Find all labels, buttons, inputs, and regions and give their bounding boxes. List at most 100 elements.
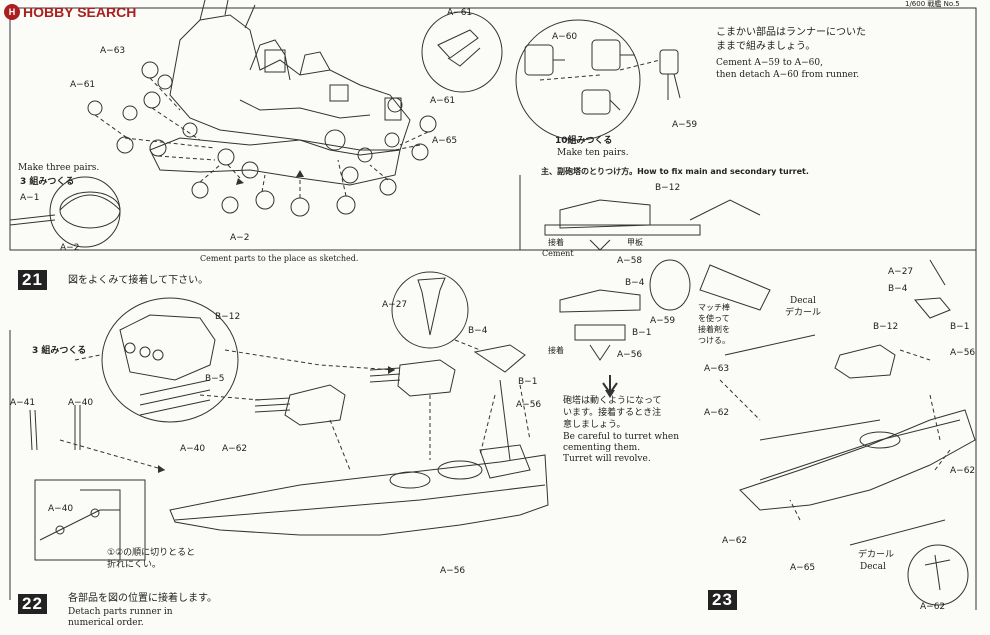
label-a62-s23-right: A−62 [950,466,976,476]
label-a62-s23-circle: A−62 [920,602,946,612]
label-a56-s22: A−56 [516,400,542,410]
step22-instruction-jp: 各部品を図の位置に接着します。 [68,593,217,604]
label-a40-inset: A−40 [48,504,74,514]
detail-circle-turret-b12 [101,297,239,423]
hobby-search-watermark: H HOBBY SEARCH [4,4,136,20]
step22-instruction-en-1: Detach parts runner in [68,607,173,617]
label-a63-s23: A−63 [704,364,730,374]
step21-caption-en: Cement parts to the place as sketched. [200,254,359,263]
decal-en-bottom: Decal [860,562,886,572]
label-a1: A−1 [20,193,40,203]
label-b1-s23: B−1 [950,322,970,332]
label-a56-bottom: A−56 [440,566,466,576]
label-b4-s22: B−4 [468,326,488,336]
note-jp-line2: ままで組みましょう。 [716,41,816,52]
turret-jp-2: います。接着するとき注 [563,408,662,418]
label-a63: A−63 [100,46,126,56]
label-a59-box: A−59 [650,316,676,326]
hull-deck-step22 [169,454,549,536]
label-b12-s23: B−12 [873,322,899,332]
note-en-line2: then detach A−60 from runner. [716,70,860,80]
match-note-1: マッチ棒 [698,303,730,312]
detail-circle-a62 [907,544,969,606]
detail-circle-a61 [421,11,503,93]
label-a61-right: A−61 [430,96,456,106]
label-a40-mid: A−40 [180,444,206,454]
deck-plate-sketch [149,137,401,186]
step-number-22: 22 [18,594,47,614]
step22-make-three-jp: 3 組みつくる [32,346,87,356]
label-a2-deck: A−2 [230,233,250,243]
secondary-turret-sketch [284,384,346,426]
label-a62-s22: A−62 [222,444,248,454]
label-a56-box: A−56 [617,350,643,360]
step-number-21: 21 [18,270,47,290]
turret-box-title: 主、副砲塔のとりつけ方。How to fix main and secondar… [541,167,809,176]
hobby-search-logo-icon: H [4,4,20,20]
label-a2: A−2 [60,243,80,253]
match-note-3: 接着剤を [698,325,730,334]
label-a59: A−59 [672,120,698,130]
main-turret-step23 [834,344,896,379]
turret-en-1: Be careful to turret when [563,432,680,442]
cement-bottle-sketch [649,259,691,311]
label-a61-circle: A−61 [447,8,473,18]
turret-fix-diagram-bottom [559,289,641,313]
label-a62-s23-left: A−62 [704,408,730,418]
label-a58-box: A−58 [617,256,643,266]
label-a27-s22: A−27 [382,300,408,310]
cut-note-2: 折れにくい。 [107,560,161,570]
gun-mount-parts [87,61,437,217]
turret-en-2: cementing them. [563,443,641,453]
label-a61: A−61 [70,80,96,90]
label-b1-s22: B−1 [518,377,538,387]
label-b12-s22: B−12 [215,312,241,322]
make-ten-en: Make ten pairs. [557,148,629,158]
step21-instruction-jp: 図をよくみて接着して下さい。 [68,275,209,286]
watermark-brand: HOBBY SEARCH [23,4,137,20]
cement-en: Cement [542,249,574,258]
label-a60: A−60 [552,32,578,42]
label-b4-s23: B−4 [888,284,908,294]
turret-jp-1: 砲塔は動くようになって [563,396,662,406]
main-turret-sketch [397,359,456,397]
match-note-4: つける。 [698,336,730,345]
label-a56-s23: A−56 [950,348,976,358]
turret-fix-diagram-top [559,199,651,229]
label-a40-top: A−40 [68,398,94,408]
decal-jp-bottom: デカール [858,550,895,560]
detail-circle-a27 [391,271,469,349]
bridge-superstructure-sketch [169,0,411,156]
label-b12-box: B−12 [655,183,681,193]
label-a62-s23-bottom: A−62 [722,536,748,546]
detail-circle-ten-pairs [515,19,641,141]
deck-jp: 甲板 [627,238,643,247]
label-b1-box: B−1 [632,328,652,338]
label-a27-s23: A−27 [888,267,914,277]
label-b4-box: B−4 [625,278,645,288]
step22-instruction-en-2: numerical order. [68,618,144,628]
decal-en-top: Decal [790,296,816,306]
make-three-pairs-jp: 3 組みつくる [20,177,75,187]
assembly-leader-lines [94,59,661,198]
step-number-23: 23 [708,590,737,610]
turret-en-3: Turret will revolve. [563,454,651,464]
decal-jp-top: デカール [785,308,822,318]
label-b5: B−5 [205,374,225,384]
cement-jp-2: 接着 [548,346,564,355]
corner-note: 1/600 戦艦 No.5 [905,0,960,8]
make-three-pairs-en: Make three pairs. [18,163,100,173]
step21-frame [9,7,977,251]
note-en-line1: Cement A−59 to A−60, [716,58,823,68]
label-a65-s23: A−65 [790,563,816,573]
turret-part-a1 [59,191,121,229]
runner-detail-inset [34,479,146,561]
cut-note-1: ①②の順に切りとると [107,548,196,558]
make-ten-jp: 10組みつくる [555,136,613,146]
label-a65: A−65 [432,136,458,146]
cement-jp: 接着 [548,238,564,247]
match-note-2: を使って [698,314,730,323]
note-jp-line1: こまかい部品はランナーについた [716,27,866,38]
